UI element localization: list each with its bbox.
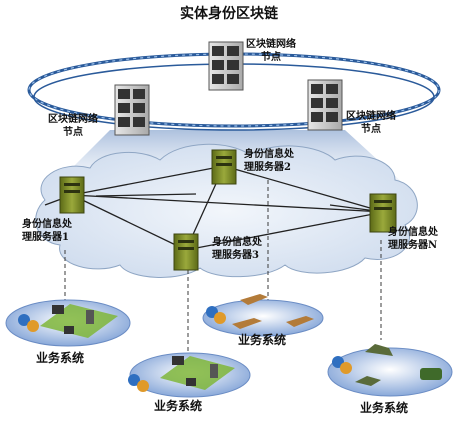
label-line: 理服务器2 [244,162,291,173]
blockchain-node-label-right: 区块链网络 节点 [346,110,396,136]
label-line: 节点 [261,52,281,63]
label-line: 区块链网络 [246,39,296,50]
label-line: 理服务器3 [212,250,259,261]
label-line: 区块链网络 [346,111,396,122]
server-label-2: 身份信息处 理服务器2 [244,148,294,174]
server-icon-2 [211,149,237,185]
label-line: 身份信息处 [212,237,262,248]
server-network-cloud [35,143,418,278]
business-system-label-2: 业务系统 [238,333,287,347]
diagram-title: 实体身份区块链 [180,6,278,22]
label-line: 理服务器1 [22,232,69,243]
blockchain-node-label-top: 区块链网络 节点 [246,38,296,64]
label-line: 节点 [361,124,381,135]
blockchain-node-label-left: 区块链网络 节点 [48,113,98,139]
blockchain-node-left [114,84,150,136]
business-disc-4 [327,344,453,397]
server-icon-1 [59,176,85,214]
label-line: 节点 [63,127,83,138]
business-disc-3 [128,352,251,398]
label-line: 理服务器N [388,240,438,251]
server-icon-3 [173,233,199,271]
server-label-3: 身份信息处 理服务器3 [212,236,262,262]
business-system-label-1: 业务系统 [36,351,85,365]
business-disc-2 [202,294,324,337]
business-disc-1 [5,299,131,347]
blockchain-node-right [307,79,343,131]
connector-lines [64,180,382,352]
business-system-label-3: 业务系统 [154,399,203,413]
label-line: 身份信息处 [388,227,438,238]
server-label-n: 身份信息处 理服务器N [388,226,438,252]
server-label-1: 身份信息处 理服务器1 [22,218,72,244]
label-line: 身份信息处 [244,149,294,160]
blockchain-node-top [208,41,244,91]
label-line: 身份信息处 [22,219,72,230]
label-line: 区块链网络 [48,114,98,125]
business-system-label-4: 业务系统 [360,401,409,415]
server-icon-n [369,193,397,233]
